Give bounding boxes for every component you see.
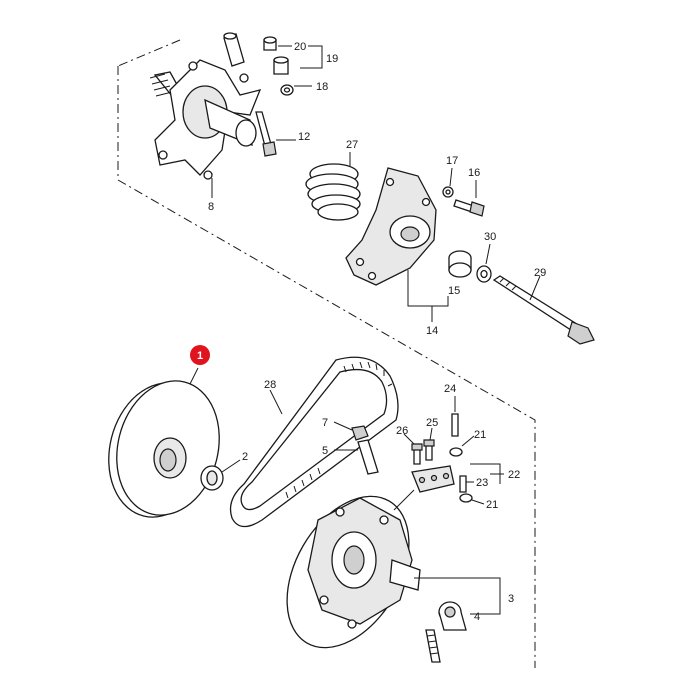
sheave-part-1[interactable] [95,367,233,528]
bushing-part-15[interactable] [448,250,472,278]
callout-12: 12 [298,131,310,143]
callout-5: 5 [322,445,328,457]
callout-22: 22 [508,469,520,481]
spacer-part-5[interactable] [334,439,379,475]
callout-4: 4 [474,611,480,623]
screw-part-25[interactable] [423,427,435,461]
screw-part-16[interactable] [453,180,485,217]
washer-part-18[interactable] [280,84,312,96]
drive-belt-part-28[interactable] [229,356,399,528]
callout-17: 17 [446,155,458,167]
callout-24: 24 [444,383,456,395]
callout-2: 2 [242,451,248,463]
driven-sheave-part-3[interactable] [262,475,501,669]
callout-20: 20 [294,41,306,53]
pin-part-23[interactable] [459,475,474,493]
long-bolt-part-29[interactable] [492,275,595,345]
nut-part-7[interactable] [333,421,369,441]
washer-part-30[interactable] [476,243,492,283]
callout-26: 26 [396,425,408,437]
callout-21-upper: 21 [474,429,486,441]
bushing-part-20[interactable] [263,36,292,51]
callout-30: 30 [484,231,496,243]
screw-part-26[interactable] [403,433,423,465]
ring-part-2[interactable] [200,459,241,491]
callout-23: 23 [476,477,488,489]
callout-25: 25 [426,417,438,429]
cover-plate-part-14[interactable] [345,167,437,286]
callout-19: 19 [326,53,338,65]
highlight-badge[interactable]: 1 [190,345,210,365]
spring-part-27[interactable] [305,152,361,221]
callout-21-lower: 21 [486,499,498,511]
guide-pin[interactable] [223,32,245,67]
weight-bracket-part-22[interactable] [393,463,504,511]
drive-hub-part-8[interactable] [149,59,262,198]
pin-part-24[interactable] [451,396,459,437]
bracket-15 [407,270,449,307]
bracket-19 [300,45,323,69]
callout-7: 7 [322,417,328,429]
assembly-frame [117,39,536,668]
threaded-stud[interactable] [425,629,441,663]
callout-16: 16 [468,167,480,179]
washer-part-21-upper[interactable] [449,435,475,457]
callout-14: 14 [426,325,438,337]
callout-3: 3 [508,593,514,605]
highlight-badge-label: 1 [197,350,203,362]
sleeve-part-19[interactable] [273,56,289,75]
callout-8: 8 [208,201,214,213]
callout-28: 28 [264,379,276,391]
callout-29: 29 [534,267,546,279]
bolt-part-12[interactable] [255,111,296,157]
callout-18: 18 [316,81,328,93]
callout-27: 27 [346,139,358,151]
washer-part-17[interactable] [442,167,454,198]
washer-part-21-lower[interactable] [459,493,485,505]
callout-15: 15 [448,285,460,297]
highlight-badge-circle [190,345,210,365]
bushing-part-4[interactable] [438,601,467,631]
